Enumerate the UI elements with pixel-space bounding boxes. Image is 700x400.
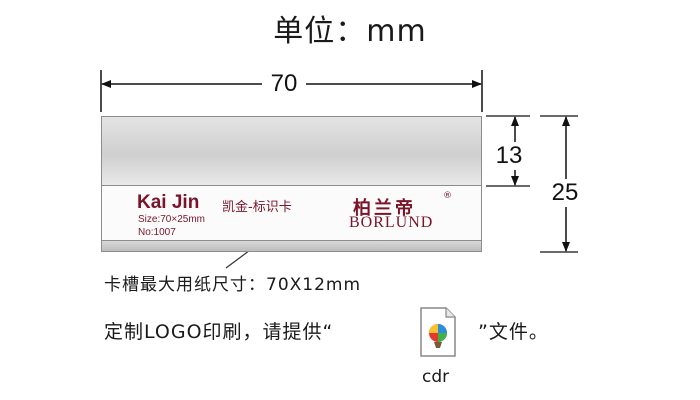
logo-print-note-start: 定制LOGO印刷，请提供“ — [104, 321, 334, 343]
unit-title: 单位：mm — [273, 14, 427, 49]
brand-name-en: Kai Jin — [137, 192, 200, 213]
coreldraw-file-icon — [418, 306, 458, 358]
total-height-value: 25 — [543, 179, 587, 207]
registered-mark: ® — [443, 191, 452, 201]
name-card-holder: Kai Jin 凯金-标识卡 Size:70×25mm No:1007 柏兰帝 … — [101, 116, 482, 252]
logo-print-note-end: ”文件。 — [478, 321, 549, 343]
card-bottom-rail — [101, 240, 482, 252]
brand-subtitle: 凯金-标识卡 — [222, 200, 292, 215]
card-number-text: No:1007 — [138, 227, 176, 238]
slot-height-value: 13 — [489, 142, 529, 170]
slot-size-caption: 卡槽最大用纸尺寸：70X12mm — [104, 275, 362, 295]
logo-chinese: 柏兰帝 — [353, 198, 416, 219]
card-slot-area — [101, 116, 482, 186]
width-value: 70 — [262, 70, 306, 98]
logo-english: BORLUND — [349, 214, 434, 231]
file-type-label: cdr — [422, 367, 450, 387]
card-label-area — [101, 186, 482, 240]
card-size-text: Size:70×25mm — [138, 214, 205, 225]
